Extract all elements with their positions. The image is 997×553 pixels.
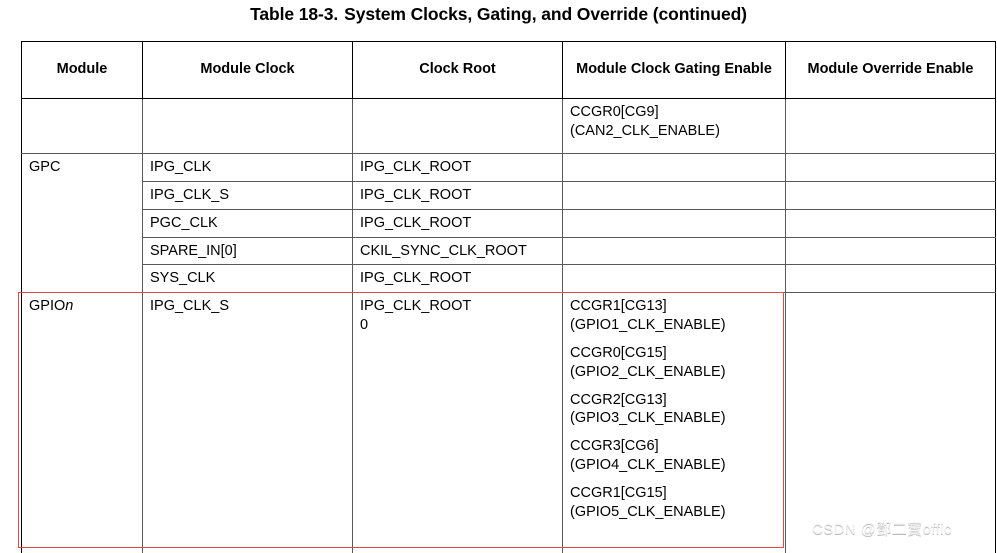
cell-clock-root: CKIL_SYNC_CLK_ROOT	[352, 236, 563, 266]
gating-entry: CCGR3[CG6] (GPIO4_CLK_ENABLE)	[570, 437, 779, 475]
cell-override-enable	[785, 180, 996, 210]
cell-gating-enable	[562, 153, 786, 182]
cell-module: GPIOn	[21, 292, 143, 553]
gating-signal: (GPIO5_CLK_ENABLE)	[570, 503, 726, 520]
table-row: SYS_CLK IPG_CLK_ROOT	[22, 264, 996, 294]
gating-entry: CCGR2[CG13] (GPIO3_CLK_ENABLE)	[570, 391, 779, 429]
table-header-row: Module Module Clock Clock Root Module Cl…	[21, 41, 996, 99]
cell-module-clock	[142, 98, 353, 154]
table-caption: System Clocks, Gating, and Override (con…	[344, 4, 747, 24]
table-row: SPARE_IN[0] CKIL_SYNC_CLK_ROOT	[22, 236, 996, 266]
cell-override-enable	[785, 153, 996, 182]
table-row: CCGR0[CG9] (CAN2_CLK_ENABLE)	[21, 98, 996, 154]
column-header-module-clock-gating-enable: Module Clock Gating Enable	[562, 41, 786, 99]
cell-clock-root: IPG_CLK_ROOT	[352, 153, 563, 182]
column-header-module-override-enable: Module Override Enable	[785, 41, 996, 99]
cell-module	[21, 98, 143, 154]
gating-register: CCGR0[CG15]	[570, 344, 667, 361]
cell-module: GPC	[21, 152, 143, 294]
cell-module-clock: PGC_CLK	[142, 208, 353, 238]
cell-clock-root: IPG_CLK_ROOT	[352, 180, 563, 210]
column-header-module: Module	[21, 41, 143, 99]
cell-override-enable	[785, 264, 996, 294]
gating-register: CCGR2[CG13]	[570, 391, 667, 408]
clock-table-wrapper: Module Module Clock Clock Root Module Cl…	[21, 41, 996, 553]
gating-register: CCGR0[CG9]	[570, 104, 659, 120]
gating-register: CCGR1[CG15]	[570, 484, 667, 501]
gating-signal: (GPIO1_CLK_ENABLE)	[570, 317, 726, 334]
cell-module-clock: SYS_CLK	[142, 264, 353, 294]
gating-entry: CCGR1[CG13] (GPIO1_CLK_ENABLE)	[570, 297, 779, 335]
gating-register: CCGR3[CG6]	[570, 438, 659, 455]
cell-module-clock: IPG_CLK	[142, 153, 353, 182]
cell-module-clock: SPARE_IN[0]	[142, 236, 353, 266]
page-title: Table 18-3.System Clocks, Gating, and Ov…	[0, 4, 997, 25]
gating-signal: (GPIO2_CLK_ENABLE)	[570, 363, 726, 380]
gating-entry: CCGR0[CG15] (GPIO2_CLK_ENABLE)	[570, 344, 779, 382]
cell-gating-enable: CCGR1[CG13] (GPIO1_CLK_ENABLE) CCGR0[CG1…	[562, 292, 786, 553]
cell-gating-enable	[562, 180, 786, 210]
cell-override-enable	[785, 98, 996, 154]
module-name: GPIO	[29, 298, 66, 315]
cell-gating-enable	[562, 236, 786, 266]
cell-gating-enable: CCGR0[CG9] (CAN2_CLK_ENABLE)	[562, 98, 786, 154]
cell-module-clock: IPG_CLK_S	[142, 292, 353, 553]
column-header-clock-root: Clock Root	[352, 41, 563, 99]
clock-root-line-2: 0	[360, 317, 369, 334]
system-clocks-table: Module Module Clock Clock Root Module Cl…	[21, 41, 996, 553]
cell-clock-root: IPG_CLK_ROOT	[352, 208, 563, 238]
table-row: GPC IPG_CLK IPG_CLK_ROOT	[21, 152, 996, 294]
table-number: Table 18-3.	[250, 4, 339, 24]
cell-module-clock: IPG_CLK_S	[142, 180, 353, 210]
clock-root-line-1: IPG_CLK_ROOT	[360, 298, 472, 315]
cell-override-enable	[785, 208, 996, 238]
cell-clock-root: IPG_CLK_ROOT	[352, 264, 563, 294]
gating-signal: (GPIO3_CLK_ENABLE)	[570, 410, 726, 427]
cell-clock-root: IPG_CLK_ROOT 0	[352, 292, 563, 553]
gating-signal: (GPIO4_CLK_ENABLE)	[570, 457, 726, 474]
gating-register: CCGR1[CG13]	[570, 298, 667, 315]
column-header-module-clock: Module Clock	[142, 41, 353, 99]
cell-override-enable	[785, 236, 996, 266]
gating-entry: CCGR1[CG15] (GPIO5_CLK_ENABLE)	[570, 484, 779, 522]
gating-entry: CCGR0[CG9] (CAN2_CLK_ENABLE)	[570, 103, 779, 141]
module-name-index: n	[65, 298, 74, 315]
table-row: PGC_CLK IPG_CLK_ROOT	[22, 208, 996, 238]
cell-gating-enable	[562, 208, 786, 238]
cell-override-enable	[785, 292, 996, 553]
csdn-watermark: CSDN @鄧二寶offic	[812, 521, 952, 538]
cell-gating-enable	[562, 264, 786, 294]
table-row-gpio: GPIOn IPG_CLK_S IPG_CLK_ROOT 0 CCGR1[CG1…	[21, 292, 996, 553]
table-row: IPG_CLK_S IPG_CLK_ROOT	[22, 180, 996, 210]
gating-signal: (CAN2_CLK_ENABLE)	[570, 122, 720, 139]
cell-clock-root	[352, 98, 563, 154]
